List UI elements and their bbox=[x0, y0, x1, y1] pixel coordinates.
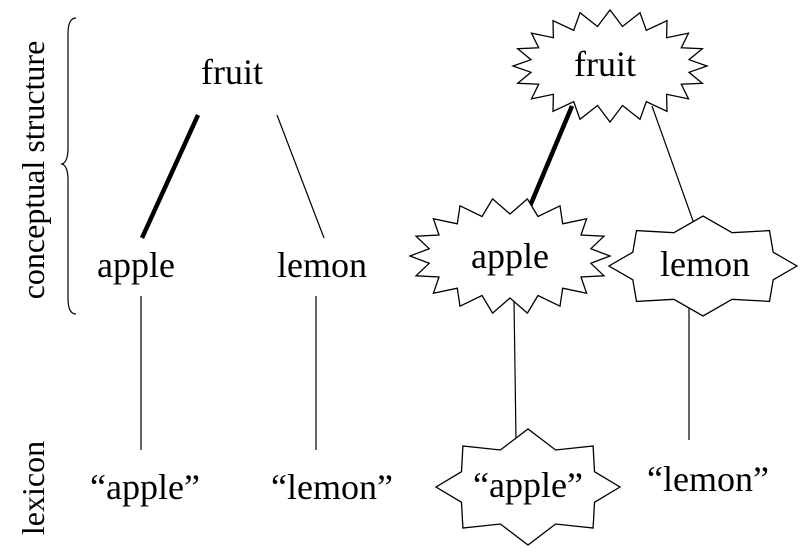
conceptual-structure-label: conceptual structure bbox=[15, 41, 51, 300]
right-lemon-lexeme: “lemon” bbox=[647, 459, 769, 499]
right-edge-fruit-apple bbox=[522, 105, 575, 219]
right-fruit-node: fruit bbox=[574, 44, 636, 84]
fruit-starburst-shape bbox=[511, 8, 709, 124]
right-edge-fruit-lemon bbox=[651, 105, 698, 233]
right-apple-lexeme: “apple” bbox=[473, 465, 583, 505]
left-edge-fruit-lemon bbox=[276, 114, 325, 239]
activation-shapes bbox=[408, 8, 799, 546]
left-lemon-lexeme: “lemon” bbox=[271, 467, 393, 507]
right-lemon-node: lemon bbox=[660, 244, 750, 284]
right-edge-apple-lexicon bbox=[513, 299, 517, 441]
conceptual-structure-brace bbox=[60, 17, 77, 315]
right-apple-node: apple bbox=[471, 236, 549, 276]
left-apple-node: apple bbox=[97, 245, 175, 285]
lexicon-label: lexicon bbox=[15, 441, 51, 535]
left-fruit-node: fruit bbox=[201, 52, 263, 92]
left-edge-fruit-apple bbox=[139, 114, 201, 239]
left-lemon-node: lemon bbox=[277, 245, 367, 285]
left-apple-lexeme: “apple” bbox=[90, 467, 200, 507]
lemon-star-shape bbox=[607, 215, 799, 317]
apple-starburst-shape bbox=[408, 197, 612, 315]
apple-lexeme-star-shape bbox=[434, 428, 622, 546]
